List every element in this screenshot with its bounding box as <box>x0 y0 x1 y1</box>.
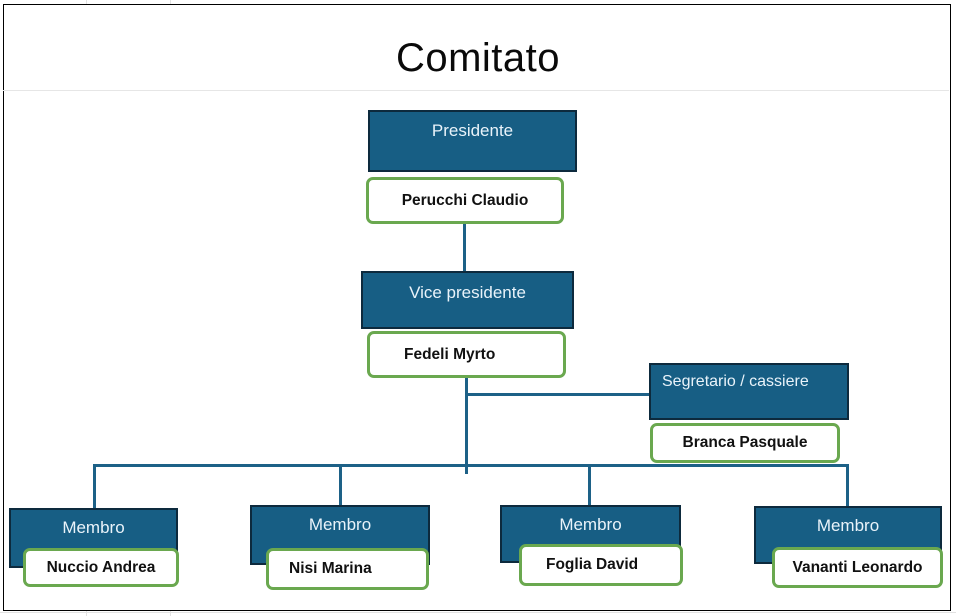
president-role-box[interactable]: Presidente <box>368 110 577 172</box>
connector-member-4 <box>846 464 849 508</box>
sheet-gridline <box>0 612 956 613</box>
connector-president-vice <box>463 222 466 272</box>
chart-title: Comitato <box>395 36 561 80</box>
connector-member-1 <box>93 464 96 510</box>
role-label: Presidente <box>431 121 514 140</box>
connector-vice-trunk <box>465 376 468 474</box>
member-name-box[interactable]: Vananti Leonardo <box>772 547 943 588</box>
vice-president-role-box[interactable]: Vice presidente <box>361 271 574 329</box>
member-name-box[interactable]: Foglia David <box>519 544 683 586</box>
connector-members-bar <box>93 464 848 467</box>
connector-member-2 <box>339 464 342 507</box>
secretary-role-box[interactable]: Segretario / cassiere <box>649 363 849 420</box>
connector-secretary <box>465 393 650 396</box>
role-label: Membro <box>62 518 125 537</box>
sheet-gridline <box>3 90 949 91</box>
role-label: Membro <box>559 515 622 534</box>
member-name-box[interactable]: Nisi Marina <box>266 548 429 590</box>
role-label: Membro <box>308 515 372 534</box>
connector-member-3 <box>588 464 591 507</box>
president-name-box[interactable]: Perucchi Claudio <box>366 177 564 224</box>
vice-president-name-box[interactable]: Fedeli Myrto <box>367 331 566 378</box>
role-label: Vice presidente <box>409 283 526 302</box>
secretary-name-box[interactable]: Branca Pasquale <box>650 423 840 463</box>
role-label: Membro <box>816 516 880 535</box>
member-name-box[interactable]: Nuccio Andrea <box>23 548 179 587</box>
role-label: Segretario / cassiere <box>662 373 809 390</box>
